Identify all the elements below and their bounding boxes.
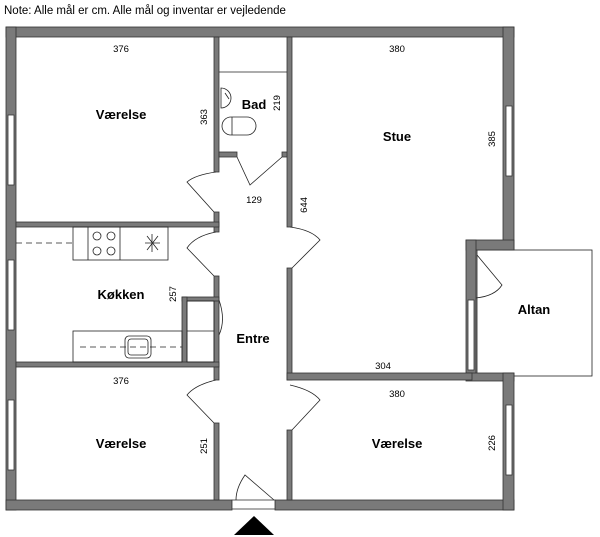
dimension-label: 380 bbox=[389, 389, 405, 400]
dimension-label: 226 bbox=[487, 435, 498, 451]
room-label-stue: Stue bbox=[383, 129, 411, 144]
room-label-vaerelse-bottom-left: Værelse bbox=[96, 436, 147, 451]
stove-burner-icon bbox=[92, 246, 102, 256]
dimension-label: 257 bbox=[168, 286, 179, 302]
plan-note: Note: Alle mål er cm. Alle mål og invent… bbox=[4, 5, 286, 17]
dimension-label: 304 bbox=[375, 361, 391, 372]
stove-burner-icon bbox=[106, 231, 116, 241]
room-label-bad: Bad bbox=[242, 97, 267, 112]
dimension-label: 251 bbox=[199, 438, 210, 454]
washbasin-icon bbox=[220, 87, 232, 109]
room-label-entre: Entre bbox=[236, 331, 269, 346]
dimension-label: 219 bbox=[272, 95, 283, 111]
balcony-outline bbox=[476, 249, 593, 377]
dimension-label: 380 bbox=[389, 44, 405, 55]
windows bbox=[7, 105, 513, 510]
dimension-label: 376 bbox=[113, 44, 129, 55]
kitchen-counter bbox=[16, 226, 215, 363]
dimension-label: 363 bbox=[199, 109, 210, 125]
dimension-label: 385 bbox=[487, 131, 498, 147]
room-label-vaerelse-bottom-right: Værelse bbox=[372, 436, 423, 451]
stove-burner-icon bbox=[106, 246, 116, 256]
entrance-arrow-icon bbox=[234, 516, 274, 535]
fan-icon bbox=[145, 234, 160, 252]
dimension-label: 129 bbox=[246, 195, 262, 206]
dimension-label: 644 bbox=[299, 197, 310, 213]
room-label-vaerelse-top: Værelse bbox=[96, 107, 147, 122]
stove-burner-icon bbox=[92, 231, 102, 241]
room-label-koekken: Køkken bbox=[98, 287, 145, 302]
sink-icon bbox=[124, 335, 152, 359]
room-label-altan: Altan bbox=[518, 302, 551, 317]
toilet-icon bbox=[221, 116, 257, 136]
bath-fixtures bbox=[220, 87, 257, 136]
dimension-label: 376 bbox=[113, 376, 129, 387]
doors bbox=[186, 156, 503, 501]
